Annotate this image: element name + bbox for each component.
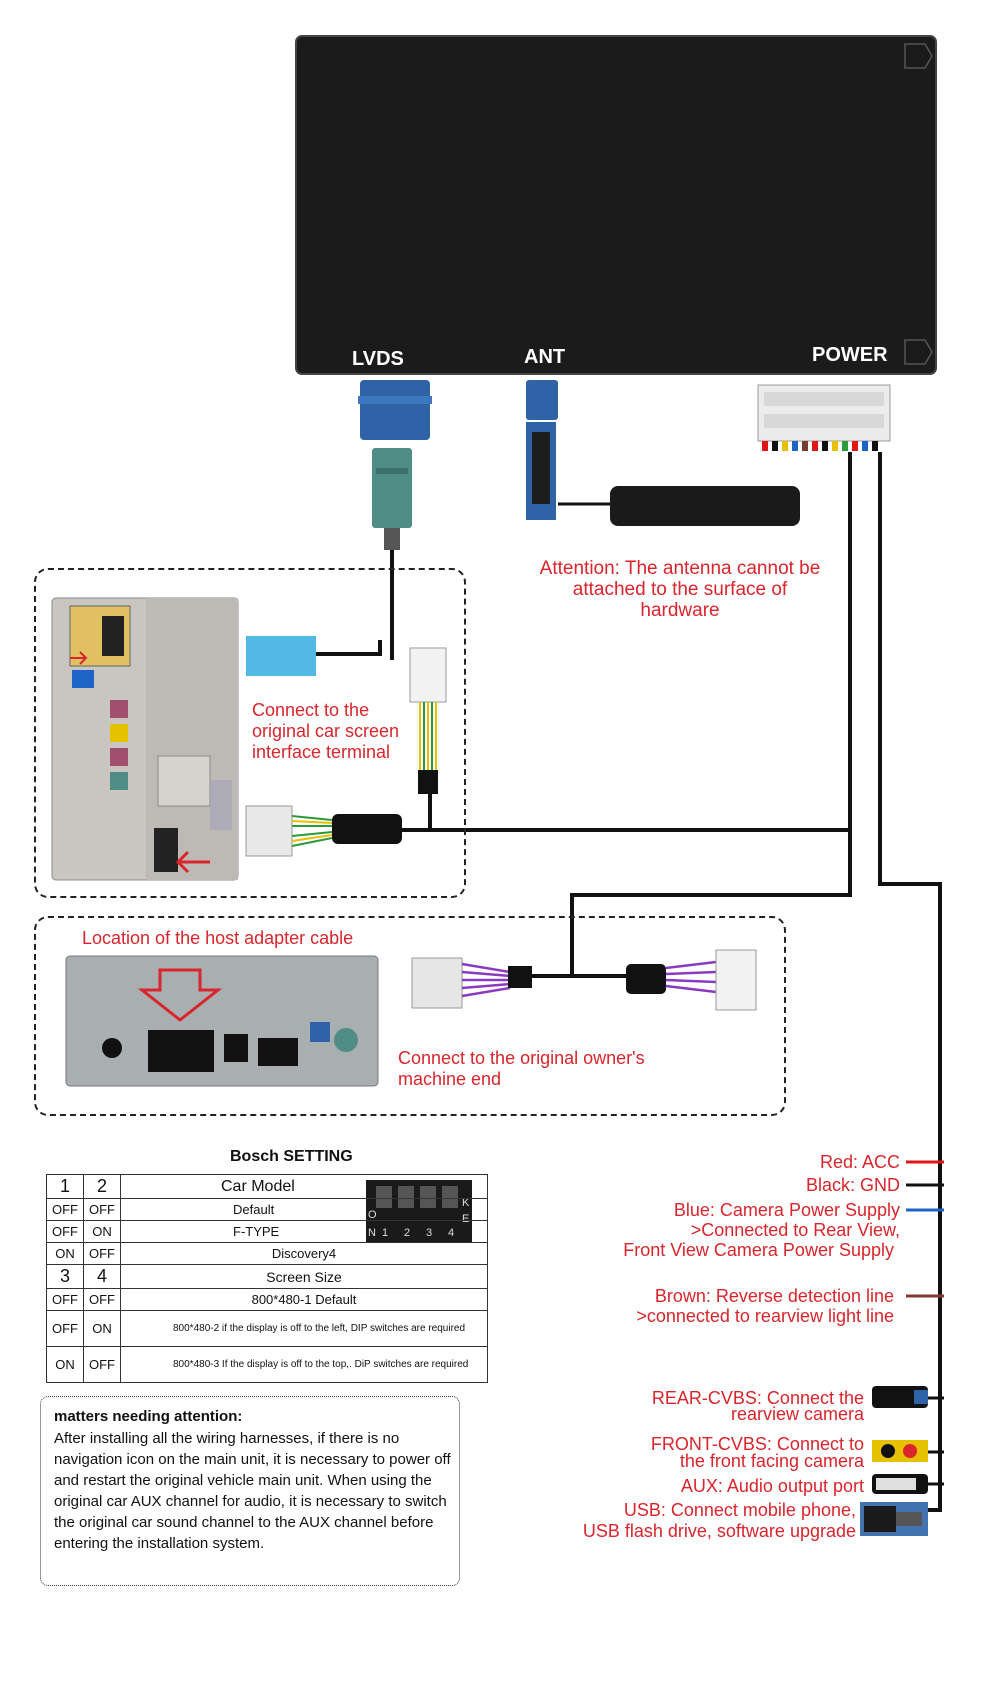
host-adapter-area xyxy=(34,916,786,1116)
ant-connector xyxy=(526,380,558,520)
antenna-attention-note: Attention: The antenna cannot be attache… xyxy=(539,558,821,621)
wire-red-label: Red: ACC xyxy=(819,1152,900,1172)
screen-harness-area xyxy=(34,568,466,898)
power-connector xyxy=(757,384,891,451)
host-unit-photo xyxy=(65,955,379,1087)
table-header: 3 xyxy=(46,1264,84,1289)
attention-title: matters needing attention: xyxy=(54,1408,243,1425)
front-cvbs-connector xyxy=(872,1440,928,1462)
table-cell: OFF xyxy=(46,1220,84,1243)
ant-port-label: ANT xyxy=(524,346,566,368)
table-cell: F-TYPE xyxy=(120,1220,488,1243)
wire-brown-label: >connected to rearview light line xyxy=(636,1306,894,1326)
owner-connect-note: Connect to the original owner's machine … xyxy=(398,1048,645,1089)
dip-table-title: Bosch SETTING xyxy=(230,1148,353,1165)
table-row: ON OFF Discovery4 xyxy=(46,1242,488,1265)
wire-blue-label: Front View Camera Power Supply xyxy=(623,1240,894,1260)
front-cvbs-label: FRONT-CVBS: Connect to xyxy=(650,1434,864,1454)
usb-label: USB: Connect mobile phone, xyxy=(623,1500,856,1520)
table-cell: 800*480-2 if the display is off to the l… xyxy=(120,1310,488,1347)
table-cell: OFF xyxy=(83,1346,121,1383)
lvds-connector xyxy=(358,380,432,550)
table-header: 2 xyxy=(83,1174,121,1199)
interface-box xyxy=(295,35,937,375)
front-cvbs-label: the front facing camera xyxy=(679,1451,864,1471)
table-cell: 800*480-3 If the display is off to the t… xyxy=(120,1346,488,1383)
aux-connector xyxy=(872,1474,928,1494)
aux-label: AUX: Audio output port xyxy=(680,1476,864,1496)
dip-settings-table: 1 2 Car Model OFF OFF Default OFF ON F-T… xyxy=(46,1174,488,1383)
table-cell: OFF xyxy=(83,1198,121,1221)
wire-blue-label: >Connected to Rear View, xyxy=(690,1220,900,1240)
screen-harness xyxy=(245,636,447,857)
owner-harness xyxy=(411,949,757,1011)
table-cell: OFF xyxy=(83,1288,121,1311)
original-head-unit-photo xyxy=(51,597,239,881)
table-cell: OFF xyxy=(83,1242,121,1265)
antenna xyxy=(610,486,800,526)
table-cell: OFF xyxy=(46,1198,84,1221)
table-cell: ON xyxy=(83,1220,121,1243)
table-row: OFF ON F-TYPE xyxy=(46,1220,488,1243)
table-row: OFF ON 800*480-2 if the display is off t… xyxy=(46,1310,488,1347)
table-cell: ON xyxy=(46,1346,84,1383)
table-header: Screen Size xyxy=(120,1264,488,1289)
table-row: OFF OFF Default xyxy=(46,1198,488,1221)
table-cell: 800*480-1 Default xyxy=(120,1288,488,1311)
screen-connect-note: Connect to the original car screen inter… xyxy=(252,700,400,762)
host-location-note: Location of the host adapter cable xyxy=(82,928,354,948)
wire-brown-label: Brown: Reverse detection line xyxy=(654,1286,894,1306)
usb-connector xyxy=(860,1502,928,1536)
table-cell: OFF xyxy=(46,1310,84,1347)
table-row: 3 4 Screen Size xyxy=(46,1264,488,1289)
attention-box xyxy=(40,1396,460,1586)
usb-label: USB flash drive, software upgrade xyxy=(582,1521,856,1541)
corner-screw-icon xyxy=(904,43,933,69)
rear-cvbs-connector xyxy=(872,1386,928,1408)
wire-blue-label: Blue: Camera Power Supply xyxy=(673,1200,900,1220)
cables xyxy=(390,452,942,1512)
table-header: Car Model xyxy=(120,1174,488,1199)
table-row: ON OFF 800*480-3 If the display is off t… xyxy=(46,1346,488,1383)
corner-screw-icon xyxy=(904,339,933,365)
table-row: 1 2 Car Model xyxy=(46,1174,488,1199)
table-row: OFF OFF 800*480-1 Default xyxy=(46,1288,488,1311)
table-header: 1 xyxy=(46,1174,84,1199)
output-wires xyxy=(906,1160,944,1486)
power-port-label: POWER xyxy=(812,344,888,366)
wire-black-label: Black: GND xyxy=(805,1175,900,1195)
table-header: 4 xyxy=(83,1264,121,1289)
rear-cvbs-label: rearview camera xyxy=(730,1404,864,1424)
table-cell: ON xyxy=(46,1242,84,1265)
rear-cvbs-label: REAR-CVBS: Connect the xyxy=(651,1388,864,1408)
attention-body: After installing all the wiring harnesse… xyxy=(54,1430,451,1552)
table-cell: OFF xyxy=(46,1288,84,1311)
table-cell: Discovery4 xyxy=(120,1242,488,1265)
table-cell: ON xyxy=(83,1310,121,1347)
lvds-port-label: LVDS xyxy=(352,348,404,370)
table-cell: Default xyxy=(120,1198,488,1221)
